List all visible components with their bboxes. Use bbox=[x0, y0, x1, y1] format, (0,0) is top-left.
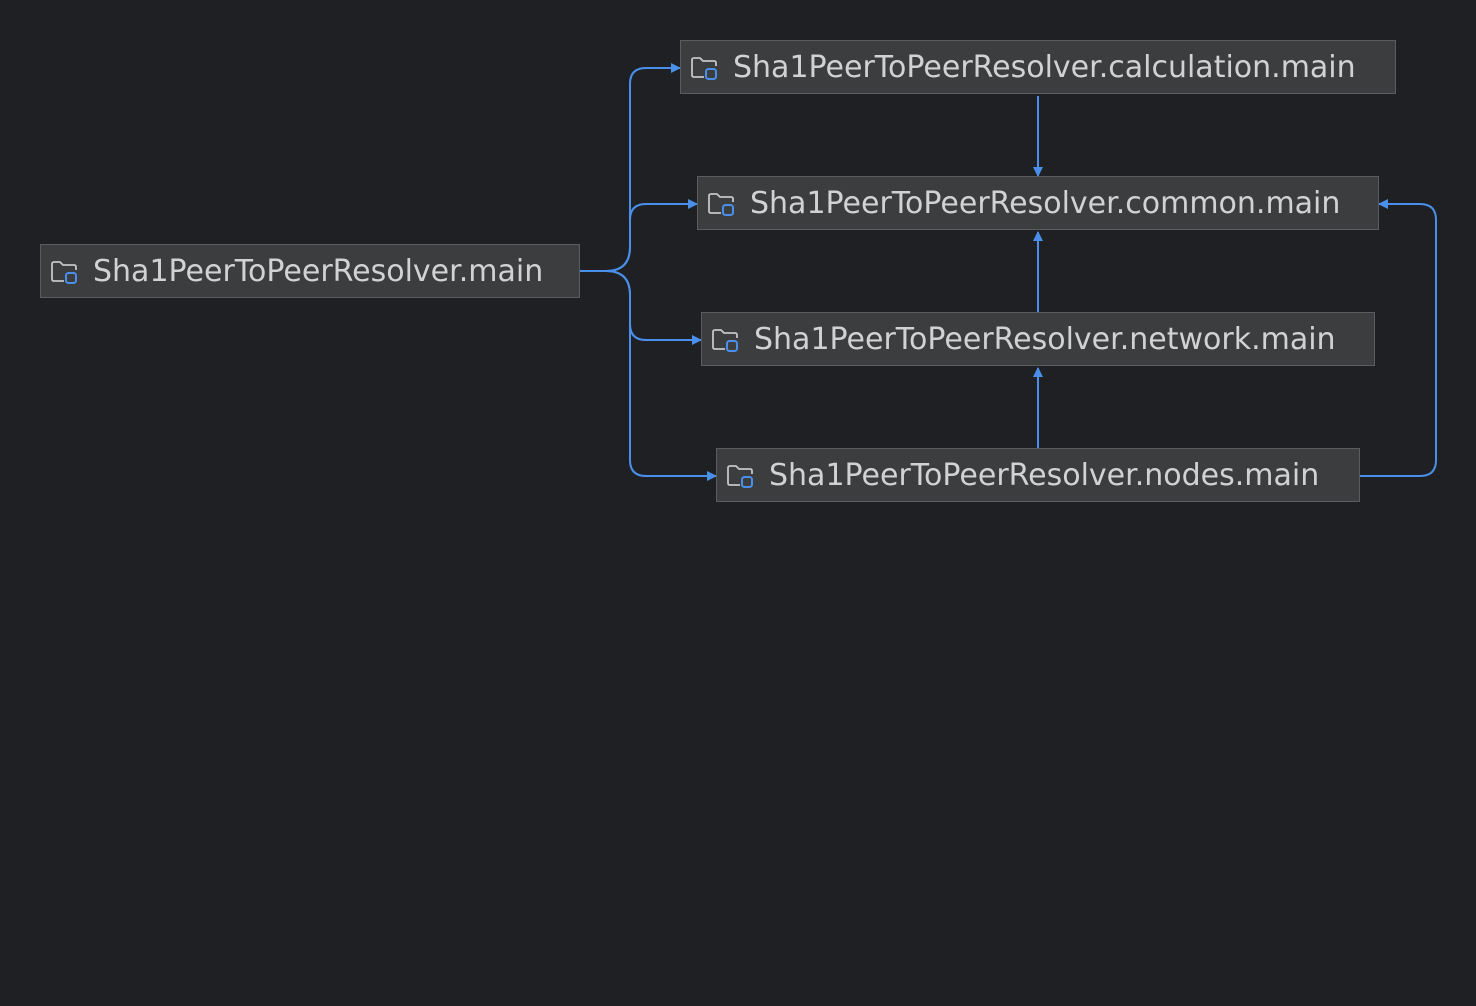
node-label: Sha1PeerToPeerResolver.calculation.main bbox=[733, 49, 1356, 85]
node-label: Sha1PeerToPeerResolver.common.main bbox=[750, 185, 1341, 221]
module-folder-icon bbox=[710, 323, 742, 355]
node-common-main[interactable]: Sha1PeerToPeerResolver.common.main bbox=[697, 176, 1379, 230]
module-folder-icon bbox=[49, 255, 81, 287]
module-folder-icon bbox=[725, 459, 757, 491]
node-label: Sha1PeerToPeerResolver.network.main bbox=[754, 321, 1336, 357]
edge-root-to-common bbox=[580, 199, 698, 272]
node-nodes-main[interactable]: Sha1PeerToPeerResolver.nodes.main bbox=[716, 448, 1360, 502]
node-calculation-main[interactable]: Sha1PeerToPeerResolver.calculation.main bbox=[680, 40, 1396, 94]
node-network-main[interactable]: Sha1PeerToPeerResolver.network.main bbox=[701, 312, 1375, 366]
edge-root-to-nodes bbox=[580, 270, 717, 481]
node-label: Sha1PeerToPeerResolver.nodes.main bbox=[769, 457, 1320, 493]
module-folder-icon bbox=[689, 51, 721, 83]
module-folder-icon bbox=[706, 187, 738, 219]
edge-root-to-network bbox=[580, 270, 702, 345]
edge-nodes-to-common bbox=[1360, 199, 1437, 477]
node-label: Sha1PeerToPeerResolver.main bbox=[93, 253, 544, 289]
node-root-main[interactable]: Sha1PeerToPeerResolver.main bbox=[40, 244, 580, 298]
